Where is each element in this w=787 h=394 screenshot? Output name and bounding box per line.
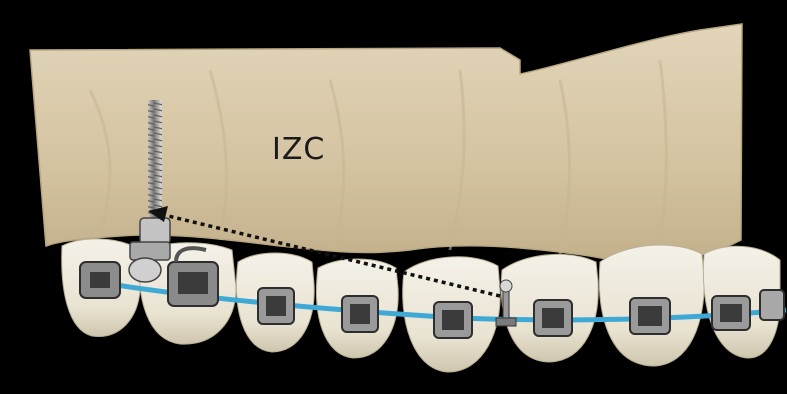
bracket-central-incisor-2 (712, 296, 750, 330)
bracket-molar-2 (80, 262, 120, 298)
bracket-canine (434, 302, 472, 338)
bracket-edge (760, 290, 784, 320)
implant-label: IZC (272, 132, 325, 167)
maxilla-bone (30, 24, 742, 261)
bracket-premolar-1 (342, 296, 378, 332)
bracket-premolar-2 (258, 288, 294, 324)
bracket-lateral-incisor (534, 300, 572, 336)
bracket-central-incisor (630, 298, 670, 334)
